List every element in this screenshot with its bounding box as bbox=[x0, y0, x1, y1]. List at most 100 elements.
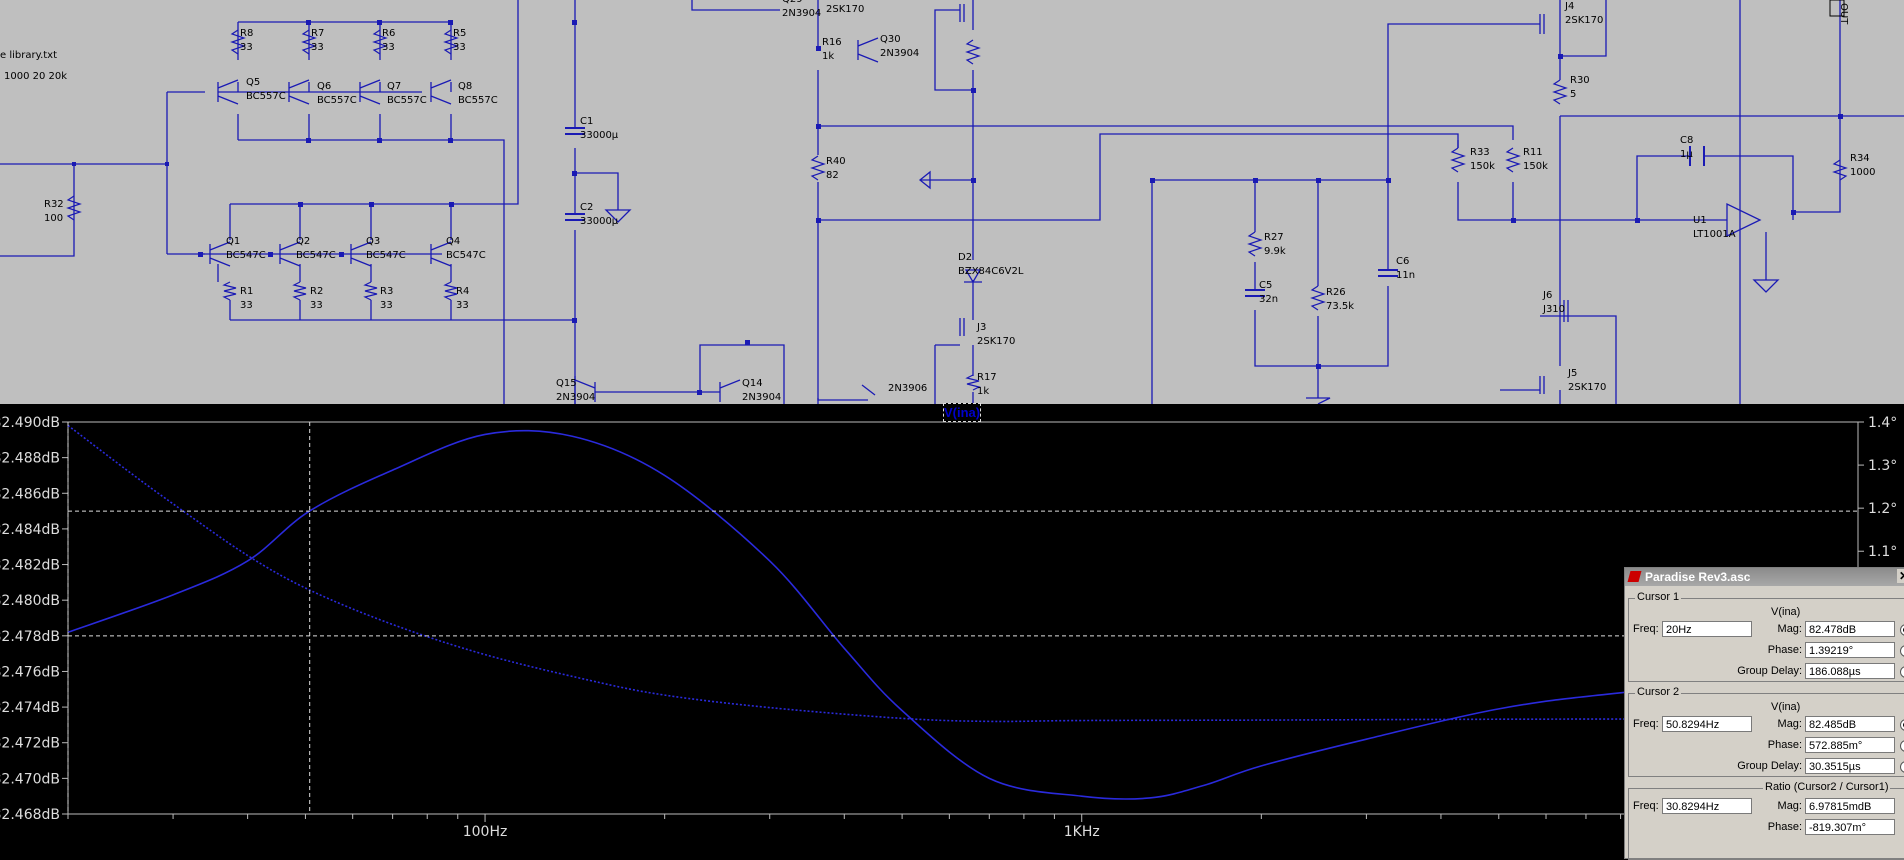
component-value[interactable]: 33 bbox=[310, 300, 323, 311]
cursor2-phase-radio[interactable] bbox=[1900, 740, 1904, 752]
cursor1-mag-radio[interactable] bbox=[1900, 624, 1904, 636]
component-ref[interactable]: Q3 bbox=[366, 236, 380, 247]
component-ref[interactable]: R17 bbox=[977, 372, 997, 383]
component-ref[interactable]: Q15 bbox=[556, 378, 577, 389]
trace-label[interactable]: V(ina) bbox=[943, 403, 981, 422]
component-ref[interactable]: Q30 bbox=[880, 34, 901, 45]
component-ref[interactable]: R6 bbox=[382, 28, 395, 39]
component-value[interactable]: BC557C bbox=[387, 95, 427, 106]
component-value[interactable]: BC557C bbox=[246, 91, 286, 102]
component-value[interactable]: 1µ bbox=[1680, 149, 1693, 160]
component-value[interactable]: 2SK170 bbox=[1565, 15, 1603, 26]
component-ref[interactable]: R16 bbox=[822, 37, 842, 48]
component-ref[interactable]: R40 bbox=[826, 156, 846, 167]
component-ref[interactable]: U1 bbox=[1693, 215, 1707, 226]
component-ref[interactable]: R26 bbox=[1326, 287, 1346, 298]
cursor1-groupdelay-field[interactable]: 186.088µs bbox=[1805, 663, 1895, 679]
component-ref[interactable]: C6 bbox=[1396, 256, 1409, 267]
component-value[interactable]: 2N3904 bbox=[556, 392, 595, 403]
ratio-freq-field[interactable]: 30.8294Hz bbox=[1662, 798, 1752, 814]
waveform-plot[interactable]: 82.490dB82.488dB82.486dB82.484dB82.482dB… bbox=[0, 404, 1904, 840]
component-value[interactable]: BC557C bbox=[317, 95, 357, 106]
cursor1-phase-field[interactable]: 1.39219° bbox=[1805, 642, 1895, 658]
component-value[interactable]: 33000µ bbox=[580, 216, 619, 227]
component-value[interactable]: 1k bbox=[822, 51, 834, 62]
ratio-mag-field[interactable]: 6.97815mdB bbox=[1805, 798, 1895, 814]
component-value[interactable]: BC547C bbox=[446, 250, 486, 261]
component-ref[interactable]: C8 bbox=[1680, 135, 1693, 146]
component-ref[interactable]: J4 bbox=[1564, 1, 1574, 12]
component-value[interactable]: 2N3904 bbox=[880, 48, 919, 59]
close-icon[interactable]: ✕ bbox=[1897, 569, 1904, 583]
component-ref[interactable]: D2 bbox=[958, 252, 972, 263]
component-ref[interactable]: Q1 bbox=[226, 236, 240, 247]
component-value[interactable]: 2N3906 bbox=[888, 383, 927, 394]
component-ref[interactable]: Q8 bbox=[458, 81, 472, 92]
component-value[interactable]: 32n bbox=[1259, 294, 1278, 305]
component-value[interactable]: 2SK170 bbox=[826, 4, 864, 15]
component-value[interactable]: 2N3904 bbox=[782, 8, 821, 19]
component-ref[interactable]: R11 bbox=[1523, 147, 1543, 158]
component-value[interactable]: 2N3904 bbox=[742, 392, 781, 403]
component-ref[interactable]: R7 bbox=[311, 28, 324, 39]
component-ref[interactable]: Q2 bbox=[296, 236, 310, 247]
component-ref[interactable]: C1 bbox=[580, 116, 593, 127]
component-ref[interactable]: Q4 bbox=[446, 236, 460, 247]
component-value[interactable]: 150k bbox=[1470, 161, 1495, 172]
component-value[interactable]: LT1001A bbox=[1693, 229, 1736, 240]
cursor2-mag-field[interactable]: 82.485dB bbox=[1805, 716, 1895, 732]
component-value[interactable]: 33 bbox=[240, 42, 253, 53]
component-value[interactable]: 33 bbox=[453, 42, 466, 53]
component-ref[interactable]: J5 bbox=[1567, 368, 1577, 379]
component-value[interactable]: 33 bbox=[240, 300, 253, 311]
component-value[interactable]: 2SK170 bbox=[977, 336, 1015, 347]
component-value[interactable]: 11n bbox=[1396, 270, 1415, 281]
component-value[interactable]: 100 bbox=[44, 213, 63, 224]
component-ref[interactable]: R3 bbox=[380, 286, 393, 297]
cursor1-freq-field[interactable]: 20Hz bbox=[1662, 621, 1752, 637]
dialog-titlebar[interactable]: Paradise Rev3.asc ✕ bbox=[1625, 568, 1904, 586]
ratio-phase-field[interactable]: -819.307m° bbox=[1805, 819, 1895, 835]
component-value[interactable]: 9.9k bbox=[1264, 246, 1286, 257]
schematic-canvas[interactable]: OUT e library.txt 1000 20 20k R833R733R6… bbox=[0, 0, 1904, 404]
cursor1-groupdelay-radio[interactable] bbox=[1900, 666, 1904, 678]
component-ref[interactable]: R8 bbox=[240, 28, 253, 39]
component-ref[interactable]: C2 bbox=[580, 202, 593, 213]
component-ref[interactable]: R5 bbox=[453, 28, 466, 39]
component-ref[interactable]: Q6 bbox=[317, 81, 331, 92]
component-value[interactable]: J310 bbox=[1542, 304, 1565, 315]
cursor1-phase-radio[interactable] bbox=[1900, 645, 1904, 657]
component-value[interactable]: 33 bbox=[382, 42, 395, 53]
component-ref[interactable]: C5 bbox=[1259, 280, 1272, 291]
component-value[interactable]: 1k bbox=[977, 386, 989, 397]
cursor2-groupdelay-field[interactable]: 30.3515µs bbox=[1805, 758, 1895, 774]
component-ref[interactable]: R30 bbox=[1570, 75, 1590, 86]
component-value[interactable]: BC547C bbox=[296, 250, 336, 261]
component-value[interactable]: 150k bbox=[1523, 161, 1548, 172]
component-ref[interactable]: Q29 bbox=[782, 0, 803, 5]
component-value[interactable]: 33 bbox=[456, 300, 469, 311]
component-ref[interactable]: R2 bbox=[310, 286, 323, 297]
component-value[interactable]: 5 bbox=[1570, 89, 1576, 100]
component-ref[interactable]: R33 bbox=[1470, 147, 1490, 158]
component-value[interactable]: BC547C bbox=[226, 250, 266, 261]
cursor2-groupdelay-radio[interactable] bbox=[1900, 761, 1904, 773]
cursor1-mag-field[interactable]: 82.478dB bbox=[1805, 621, 1895, 637]
component-value[interactable]: 1000 bbox=[1850, 167, 1875, 178]
component-ref[interactable]: Q7 bbox=[387, 81, 401, 92]
component-ref[interactable]: J3 bbox=[976, 322, 986, 333]
component-ref[interactable]: R1 bbox=[240, 286, 253, 297]
component-value[interactable]: 82 bbox=[826, 170, 839, 181]
component-ref[interactable]: R34 bbox=[1850, 153, 1870, 164]
component-ref[interactable]: R27 bbox=[1264, 232, 1284, 243]
component-ref[interactable]: J6 bbox=[1542, 290, 1552, 301]
component-ref[interactable]: R32 bbox=[44, 199, 64, 210]
component-value[interactable]: 2SK170 bbox=[1568, 382, 1606, 393]
component-value[interactable]: BZX84C6V2L bbox=[958, 266, 1024, 277]
cursor2-phase-field[interactable]: 572.885m° bbox=[1805, 737, 1895, 753]
component-value[interactable]: BC547C bbox=[366, 250, 406, 261]
component-value[interactable]: BC557C bbox=[458, 95, 498, 106]
component-ref[interactable]: Q5 bbox=[246, 77, 260, 88]
component-ref[interactable]: Q14 bbox=[742, 378, 763, 389]
